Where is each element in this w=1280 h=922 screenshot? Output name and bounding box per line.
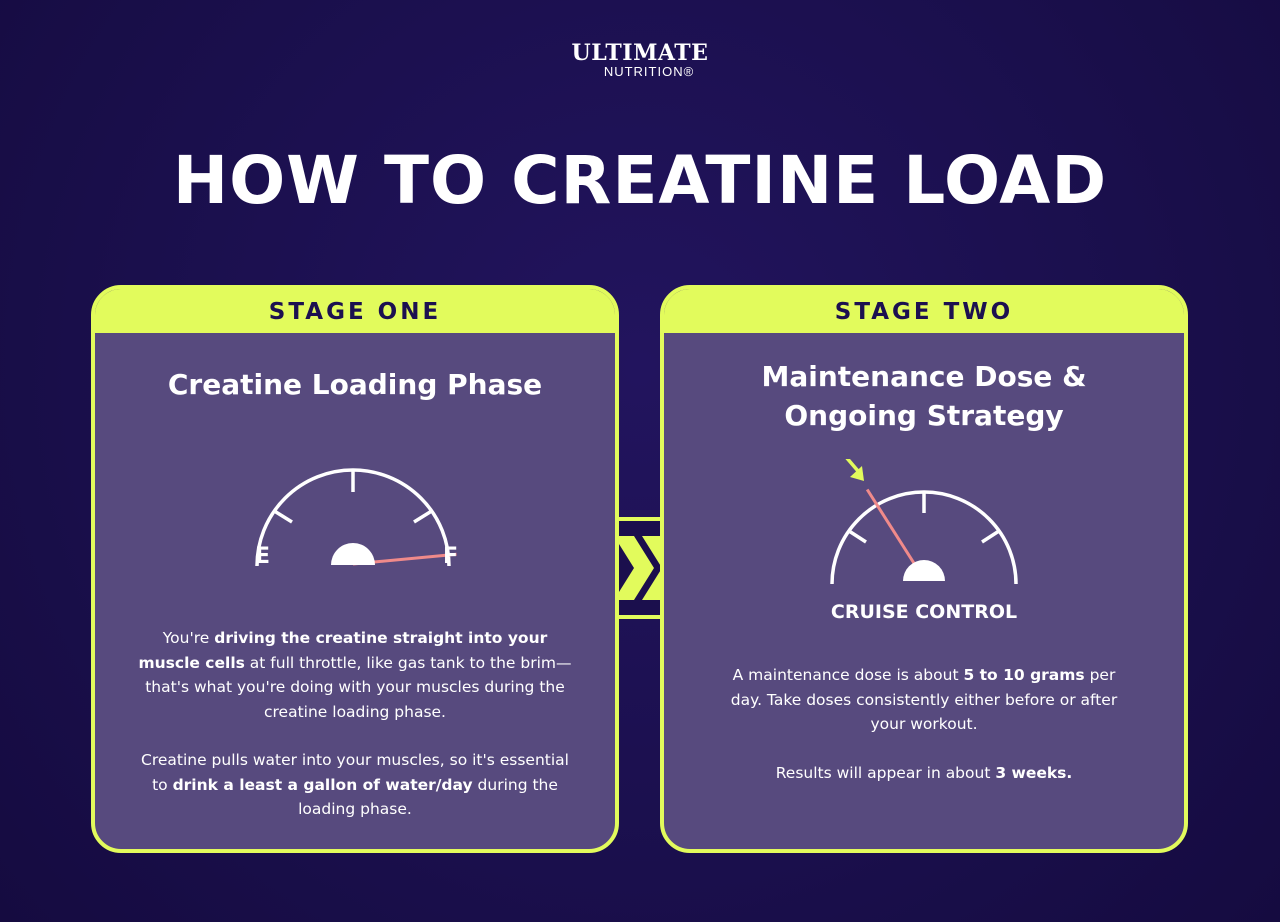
- logo-line-1: ULTIMATE: [571, 40, 709, 66]
- stage-one-paragraph-2: Creatine pulls water into your muscles, …: [141, 751, 569, 818]
- arrow-pointer-icon: [845, 459, 864, 481]
- cruise-gauge-icon: [830, 459, 1018, 585]
- stage-two-paragraph-1: A maintenance dose is about 5 to 10 gram…: [730, 666, 1118, 733]
- page-title: HOW TO CREATINE LOAD: [172, 142, 1108, 219]
- gauge-empty-label: E: [255, 544, 271, 569]
- cruise-control-caption: CRUISE CONTROL: [830, 601, 1018, 623]
- stage-one-label: STAGE ONE: [95, 289, 615, 333]
- stage-two-body: A maintenance dose is about 5 to 10 gram…: [664, 663, 1184, 785]
- stage-two-heading: Maintenance Dose & Ongoing Strategy: [761, 360, 1087, 432]
- stage-two-paragraph-2: Results will appear in about 3 weeks.: [775, 763, 1073, 782]
- stage-one-heading: Creatine Loading Phase: [167, 368, 543, 401]
- stage-two-card: STAGE TWO Maintenance Dose & Ongoing Str…: [660, 285, 1188, 853]
- gauge-full-label: F: [443, 544, 459, 569]
- stage-one-paragraph-1: You're driving the creatine straight int…: [138, 629, 572, 721]
- stage-one-card: STAGE ONE Creatine Loading Phase E F You…: [91, 285, 619, 853]
- fuel-gauge-icon: [255, 468, 457, 567]
- stage-one-body: You're driving the creatine straight int…: [95, 626, 615, 822]
- brand-logo: ULTIMATE NUTRITION®: [0, 42, 1280, 78]
- logo-line-2: NUTRITION®: [603, 64, 695, 79]
- stage-two-label: STAGE TWO: [664, 289, 1184, 333]
